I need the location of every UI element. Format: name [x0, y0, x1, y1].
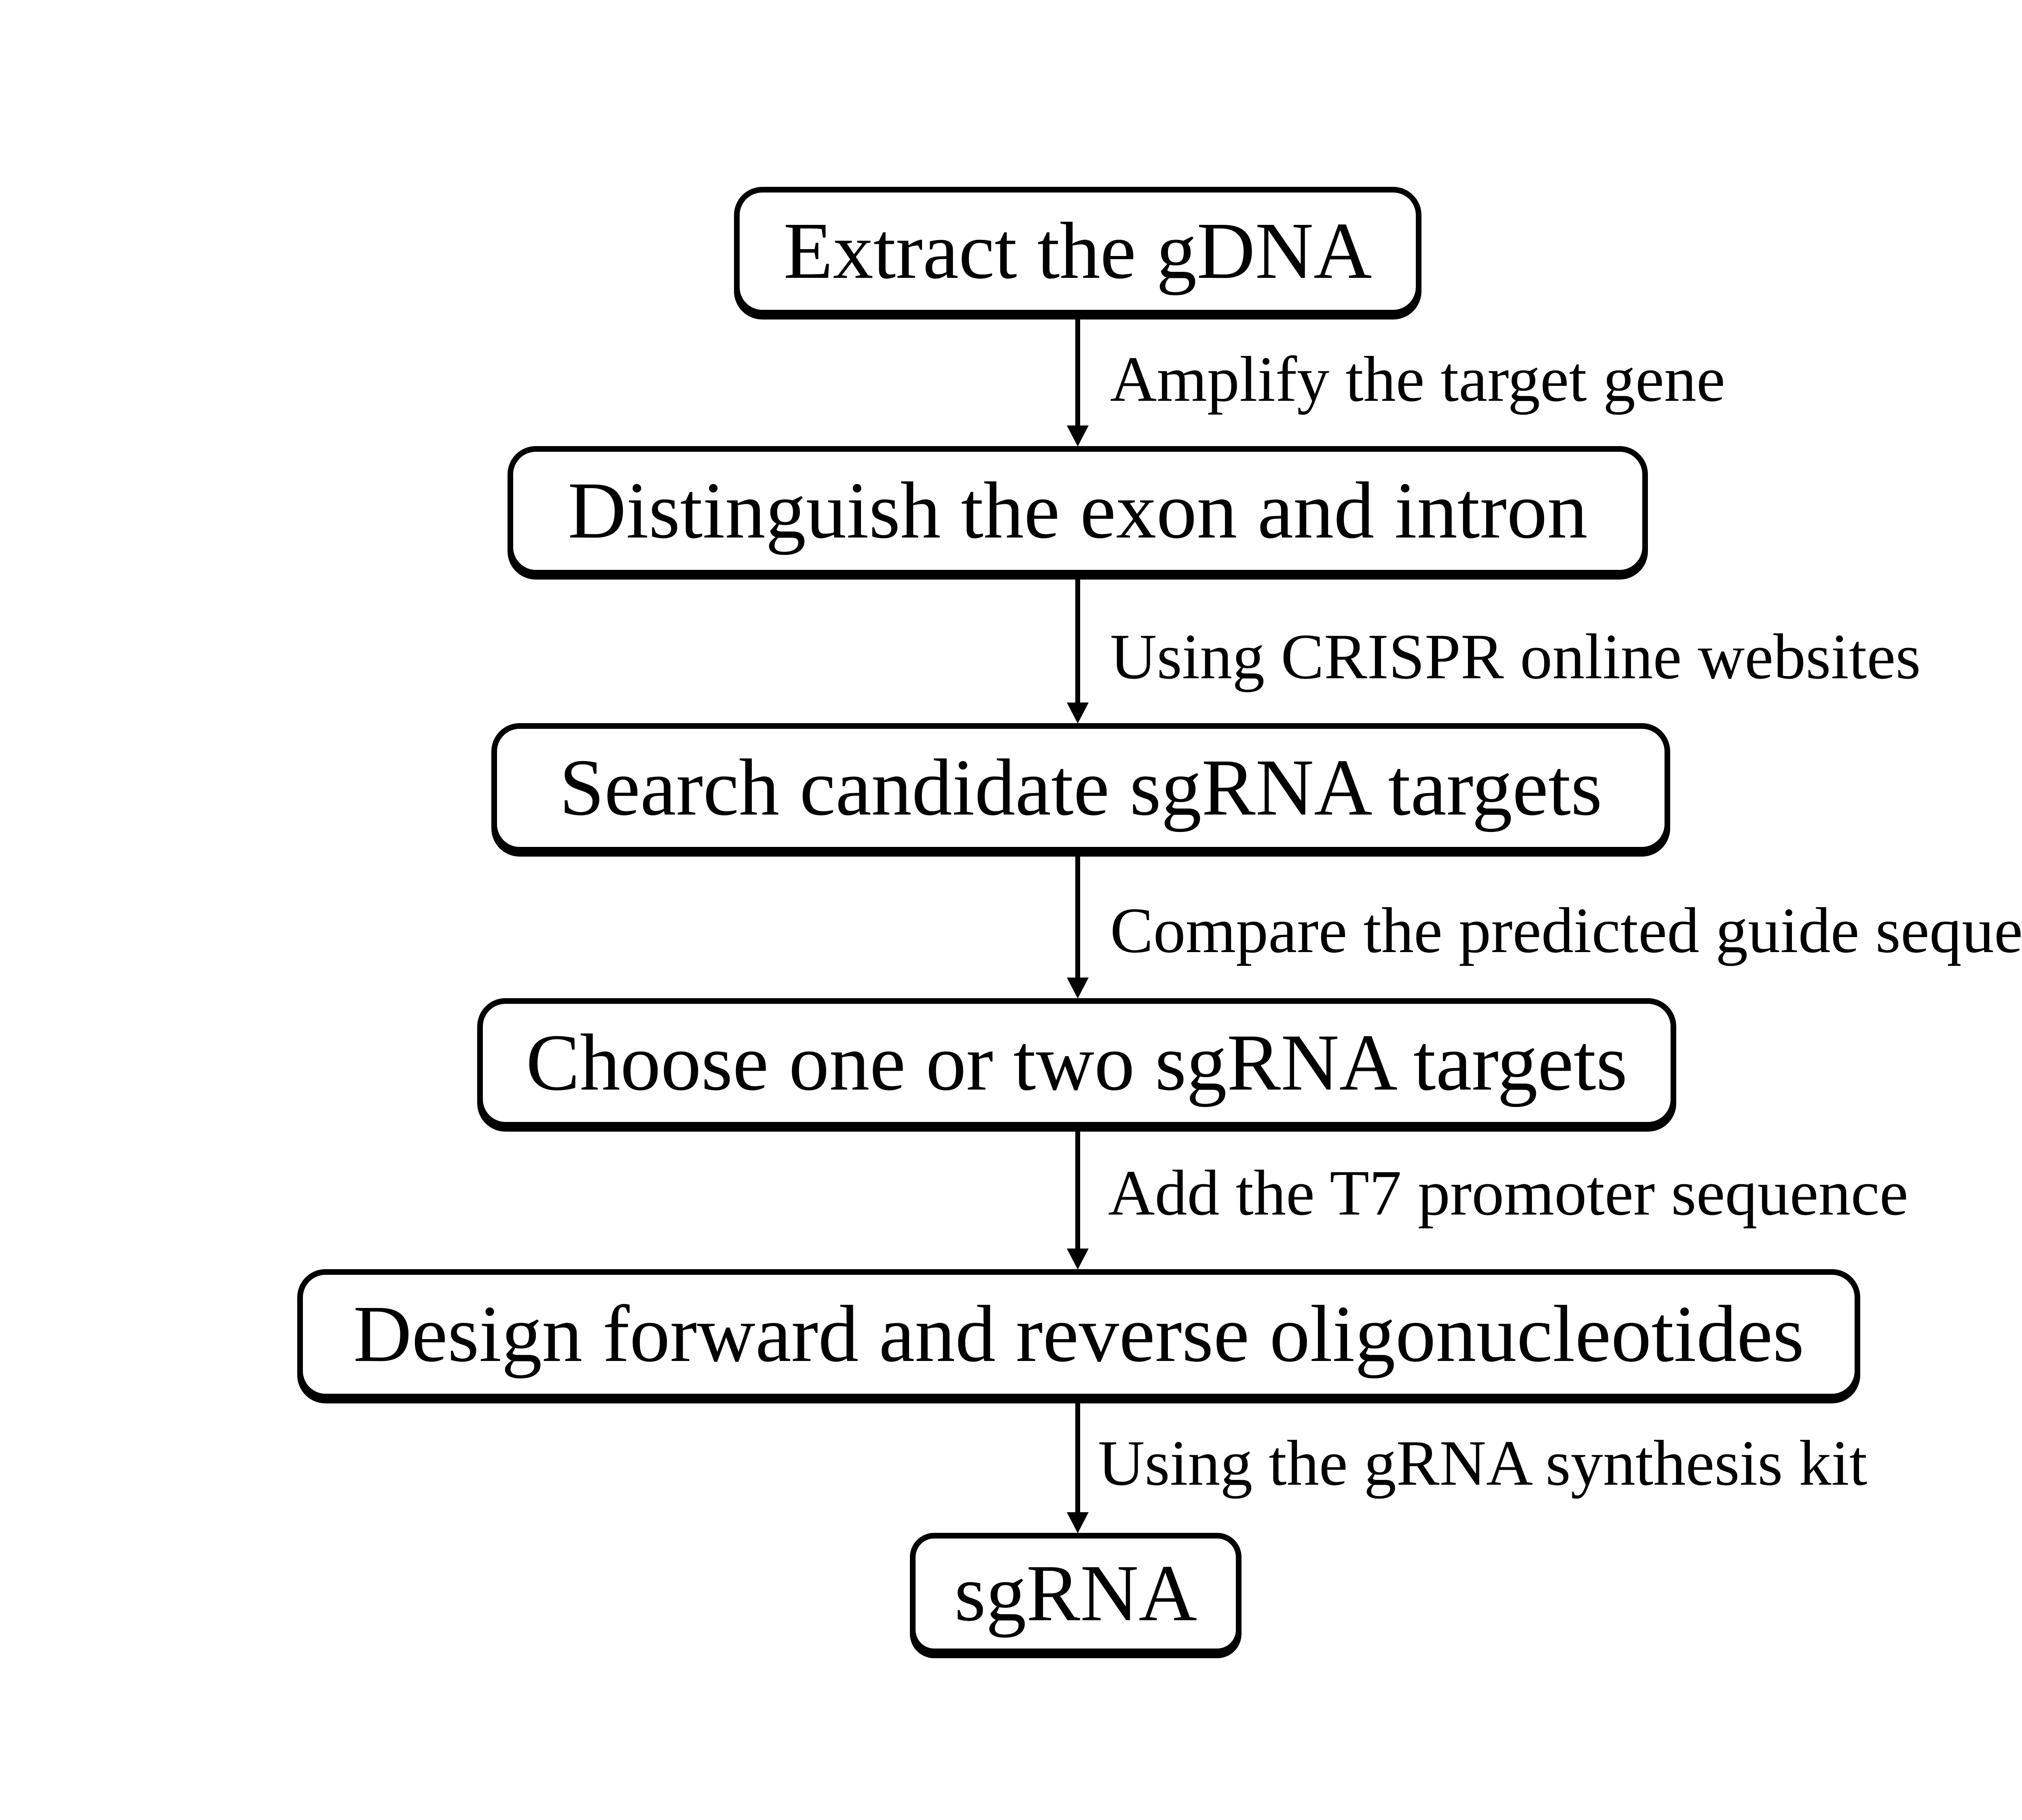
- flow-box-label: Choose one or two sgRNA targets: [526, 1018, 1628, 1107]
- down-arrowhead-icon: [1067, 978, 1089, 999]
- flow-box-extract-gdna: Extract the gDNA: [734, 187, 1421, 315]
- flow-box-distinguish-exon-intron: Distinguish the exon and intron: [508, 446, 1648, 576]
- down-arrowhead-icon: [1067, 1512, 1089, 1533]
- down-arrowhead-icon: [1067, 425, 1089, 447]
- flow-box-search-sgrna-targets: Search candidate sgRNA targets: [491, 723, 1670, 853]
- flow-box-label: Distinguish the exon and intron: [568, 466, 1588, 555]
- flow-box-label: Search candidate sgRNA targets: [559, 743, 1602, 832]
- down-arrowhead-icon: [1067, 703, 1089, 724]
- down-arrow-line: [1075, 1128, 1080, 1252]
- arrow-label-grna-synthesis-kit: Using the gRNA synthesis kit: [1098, 1427, 1868, 1499]
- arrow-label-amplify: Amplify the target gene: [1110, 343, 1726, 415]
- flow-box-label: sgRNA: [954, 1549, 1197, 1638]
- arrow-label-crispr-websites: Using CRISPR online websites: [1110, 620, 1921, 692]
- down-arrowhead-icon: [1067, 1249, 1089, 1270]
- down-arrow-line: [1075, 1399, 1080, 1515]
- flow-box-design-oligonucleotides: Design forward and reverse oligonucleoti…: [297, 1269, 1860, 1399]
- arrow-label-t7-promoter: Add the T7 promoter sequence: [1108, 1157, 1908, 1229]
- down-arrow-line: [1075, 576, 1080, 706]
- flow-box-label: Extract the gDNA: [783, 206, 1372, 296]
- flow-box-sgrna: sgRNA: [910, 1533, 1242, 1654]
- arrow-label-compare-guides: Compare the predicted guide sequences: [1110, 894, 2022, 966]
- down-arrow-line: [1075, 853, 1080, 981]
- flow-box-label: Design forward and reverse oligonucleoti…: [353, 1289, 1804, 1379]
- flow-box-choose-sgrna-targets: Choose one or two sgRNA targets: [477, 998, 1676, 1128]
- down-arrow-line: [1075, 315, 1080, 429]
